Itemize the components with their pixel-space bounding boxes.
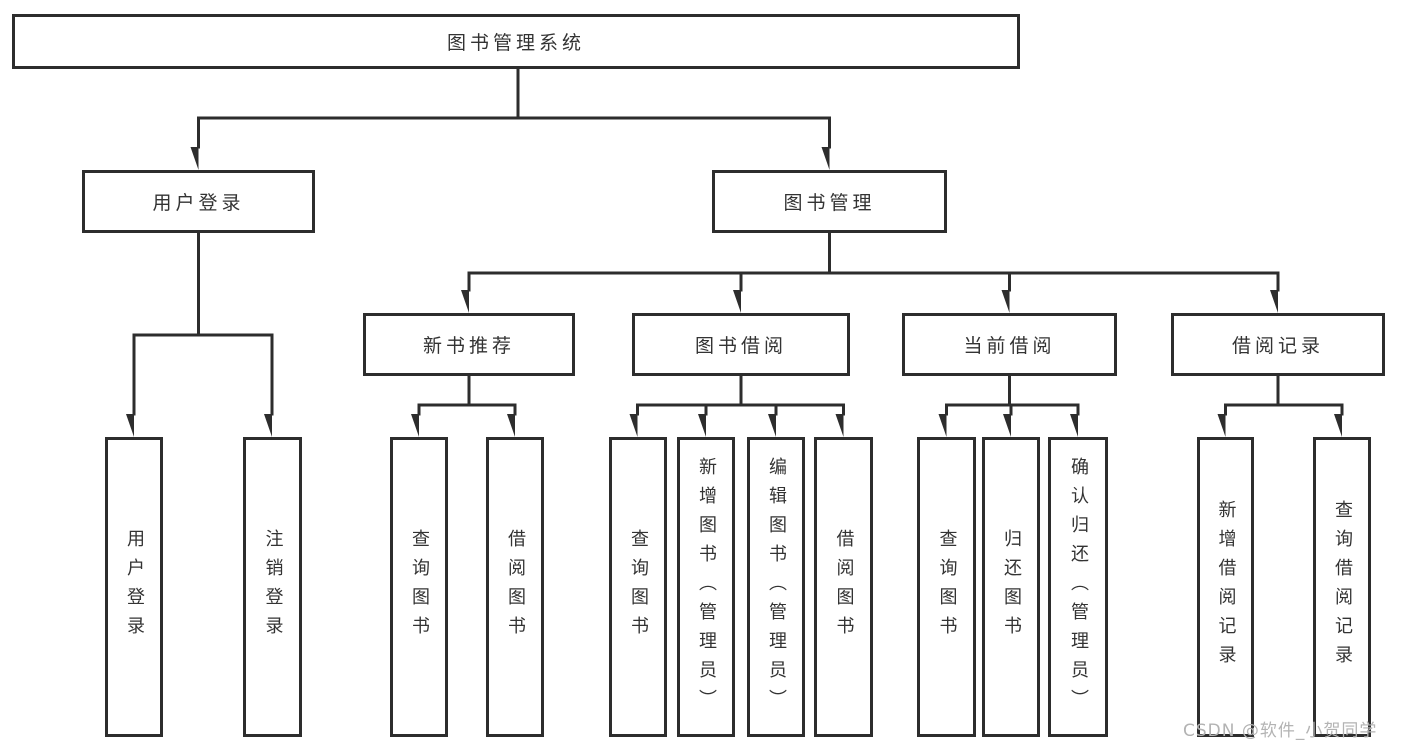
node-user-login: 用户登录 xyxy=(82,170,315,233)
leaf-query-books-3: 查询图书 xyxy=(917,437,976,737)
node-new-book-recommend: 新书推荐 xyxy=(363,313,575,376)
leaf-borrow-books-2-label: 借阅图书 xyxy=(833,529,855,645)
node-borrowing-records-label: 借阅记录 xyxy=(1231,335,1324,357)
leaf-query-books-1-label: 查询图书 xyxy=(409,529,430,645)
node-book-borrowing: 图书借阅 xyxy=(632,313,850,376)
leaf-query-borrow-record-label: 查询借阅记录 xyxy=(1332,500,1353,674)
node-current-borrowing: 当前借阅 xyxy=(902,313,1117,376)
leaf-confirm-return-admin-label: 确认归还（管理员） xyxy=(1068,456,1089,718)
leaf-borrow-books-2: 借阅图书 xyxy=(814,437,873,737)
leaf-logout: 注销登录 xyxy=(243,437,302,737)
leaf-query-borrow-record: 查询借阅记录 xyxy=(1313,437,1371,737)
node-book-management-label: 图书管理 xyxy=(783,192,876,214)
leaf-add-book-admin: 新增图书（管理员） xyxy=(677,437,735,737)
node-new-book-recommend-label: 新书推荐 xyxy=(422,335,515,357)
node-current-borrowing-label: 当前借阅 xyxy=(963,335,1056,357)
node-book-borrowing-label: 图书借阅 xyxy=(694,335,787,357)
leaf-borrow-books-1-label: 借阅图书 xyxy=(505,529,526,645)
leaf-confirm-return-admin: 确认归还（管理员） xyxy=(1048,437,1108,737)
leaf-return-books-label: 归还图书 xyxy=(1001,529,1022,645)
leaf-query-books-1: 查询图书 xyxy=(390,437,448,737)
leaf-return-books: 归还图书 xyxy=(982,437,1040,737)
leaf-user-login-label: 用户登录 xyxy=(124,529,145,645)
leaf-add-borrow-record-label: 新增借阅记录 xyxy=(1215,500,1237,674)
node-borrowing-records: 借阅记录 xyxy=(1171,313,1385,376)
leaf-query-books-2: 查询图书 xyxy=(609,437,667,737)
node-book-management: 图书管理 xyxy=(712,170,947,233)
leaf-add-book-admin-label: 新增图书（管理员） xyxy=(696,456,717,718)
leaf-edit-book-admin-label: 编辑图书（管理员） xyxy=(766,456,787,718)
leaf-query-books-2-label: 查询图书 xyxy=(628,529,649,645)
leaf-logout-label: 注销登录 xyxy=(262,529,284,645)
node-user-login-label: 用户登录 xyxy=(152,192,245,214)
csdn-watermark: CSDN @软件_小贺同学 xyxy=(1183,721,1378,741)
leaf-user-login: 用户登录 xyxy=(105,437,163,737)
leaf-add-borrow-record: 新增借阅记录 xyxy=(1197,437,1254,737)
leaf-borrow-books-1: 借阅图书 xyxy=(486,437,544,737)
node-root-label: 图书管理系统 xyxy=(446,32,585,54)
node-root-system: 图书管理系统 xyxy=(12,14,1020,69)
leaf-edit-book-admin: 编辑图书（管理员） xyxy=(747,437,805,737)
leaf-query-books-3-label: 查询图书 xyxy=(936,529,958,645)
